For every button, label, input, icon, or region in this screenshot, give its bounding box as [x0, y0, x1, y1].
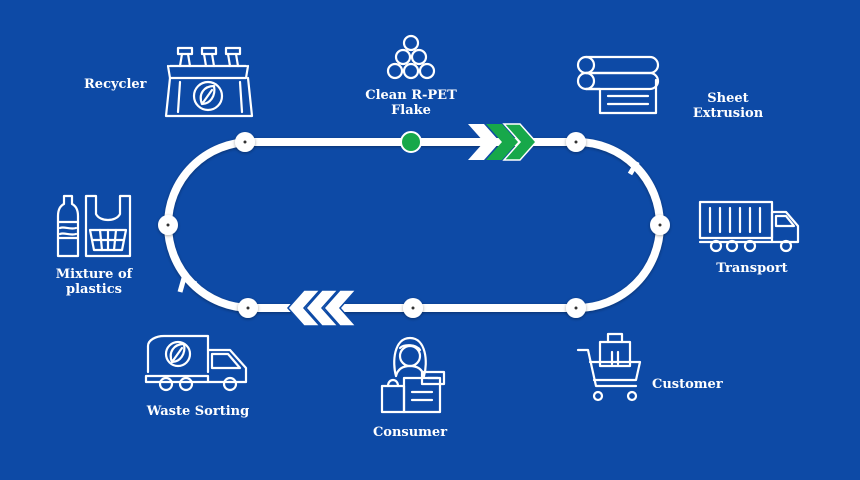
truck-icon — [698, 200, 800, 253]
arrowhead-left — [177, 274, 198, 293]
stage-label-flake: Clean R-PET Flake — [365, 88, 457, 118]
return-chevrons — [286, 289, 358, 327]
forward-chevrons — [468, 123, 538, 161]
active-node-dot — [400, 131, 422, 153]
loop-nodes — [158, 132, 670, 318]
stage-label-transport: Transport — [716, 261, 788, 276]
stage-label-waste: Waste Sorting — [146, 404, 250, 419]
loop-track — [164, 138, 664, 312]
stage-label-consumer: Consumer — [372, 425, 448, 440]
stage-label-sheet: Sheet Extrusion — [692, 91, 764, 121]
recycling-plant-icon — [164, 46, 254, 118]
shopping-cart-icon — [576, 332, 642, 402]
bottle-bag-icon — [56, 194, 132, 258]
stage-label-customer: Customer — [652, 377, 723, 392]
arrowhead-right — [622, 155, 640, 176]
stage-label-recycler: Recycler — [84, 77, 147, 92]
pellet-stack-icon — [386, 34, 436, 80]
stage-label-mixture: Mixture of plastics — [55, 267, 133, 297]
waste-truck-icon — [144, 334, 248, 392]
sheet-roll-icon — [576, 55, 660, 115]
cashier-icon — [380, 336, 446, 414]
